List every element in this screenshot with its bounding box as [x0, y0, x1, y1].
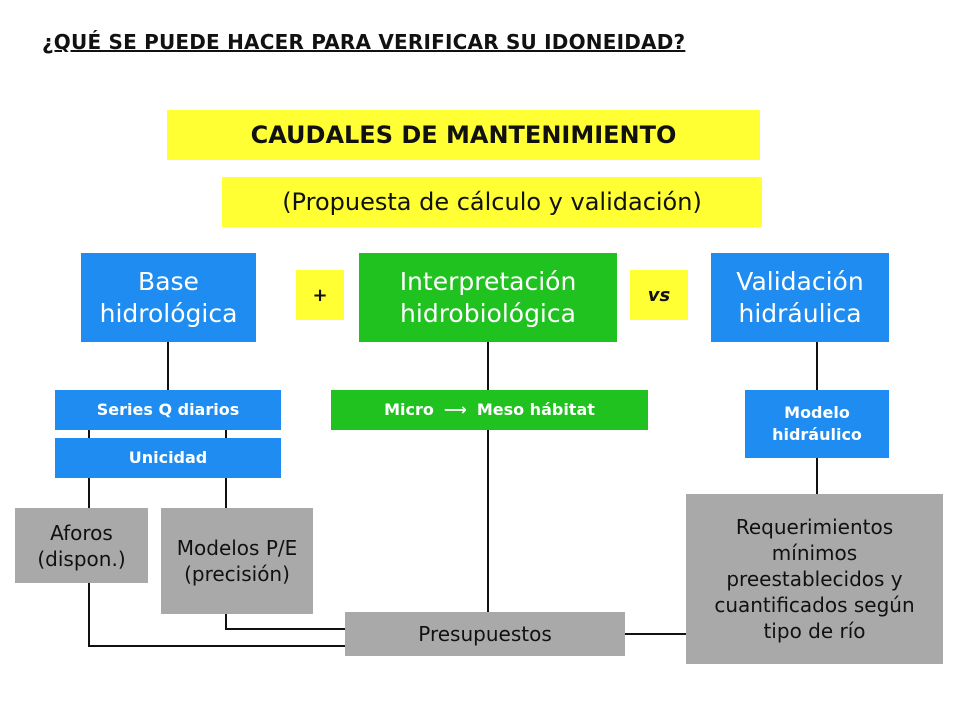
- series-q-diarios-box: Series Q diarios: [55, 390, 281, 430]
- interpretacion-hidrobiologica-box: Interpretación hidrobiológica: [359, 253, 617, 342]
- modelos-pe-label: Modelos P/E (precisión): [176, 536, 298, 586]
- modelos-pe-box: Modelos P/E (precisión): [161, 508, 313, 614]
- base-hidrologica-box: Base hidrológica: [81, 253, 256, 342]
- arrow-right-icon: ⟶: [443, 400, 467, 420]
- plus-operator: +: [296, 270, 344, 320]
- vs-operator: vs: [630, 270, 688, 320]
- modelo-hidraulico-box: Modelo hidráulico: [745, 390, 889, 458]
- question-heading: ¿QUÉ SE PUEDE HACER PARA VERIFICAR SU ID…: [42, 30, 686, 54]
- presupuestos-box: Presupuestos: [345, 612, 625, 656]
- unicidad-box: Unicidad: [55, 438, 281, 478]
- requerimientos-box: Requerimientos mínimos preestablecidos y…: [686, 494, 943, 664]
- main-title: CAUDALES DE MANTENIMIENTO: [167, 110, 760, 160]
- meso-habitat-label: Meso hábitat: [476, 400, 595, 420]
- line-modelos-to-presupuestos: [225, 614, 345, 630]
- micro-label: Micro: [384, 400, 434, 420]
- validacion-hidraulica-box: Validación hidráulica: [711, 253, 889, 342]
- modelo-hidraulico-label: Modelo hidráulico: [772, 403, 862, 444]
- micro-meso-habitat-box: Micro ⟶ Meso hábitat: [331, 390, 648, 430]
- interpretacion-label: Interpretación hidrobiológica: [399, 267, 577, 328]
- base-hidrologica-label: Base hidrológica: [99, 267, 238, 328]
- aforos-label: Aforos (dispon.): [37, 520, 126, 571]
- requerimientos-label: Requerimientos mínimos preestablecidos y…: [714, 515, 915, 643]
- line-aforos-to-presupuestos: [88, 583, 345, 647]
- aforos-box: Aforos (dispon.): [15, 508, 148, 583]
- subtitle: (Propuesta de cálculo y validación): [222, 177, 762, 227]
- validacion-label: Validación hidráulica: [736, 267, 864, 328]
